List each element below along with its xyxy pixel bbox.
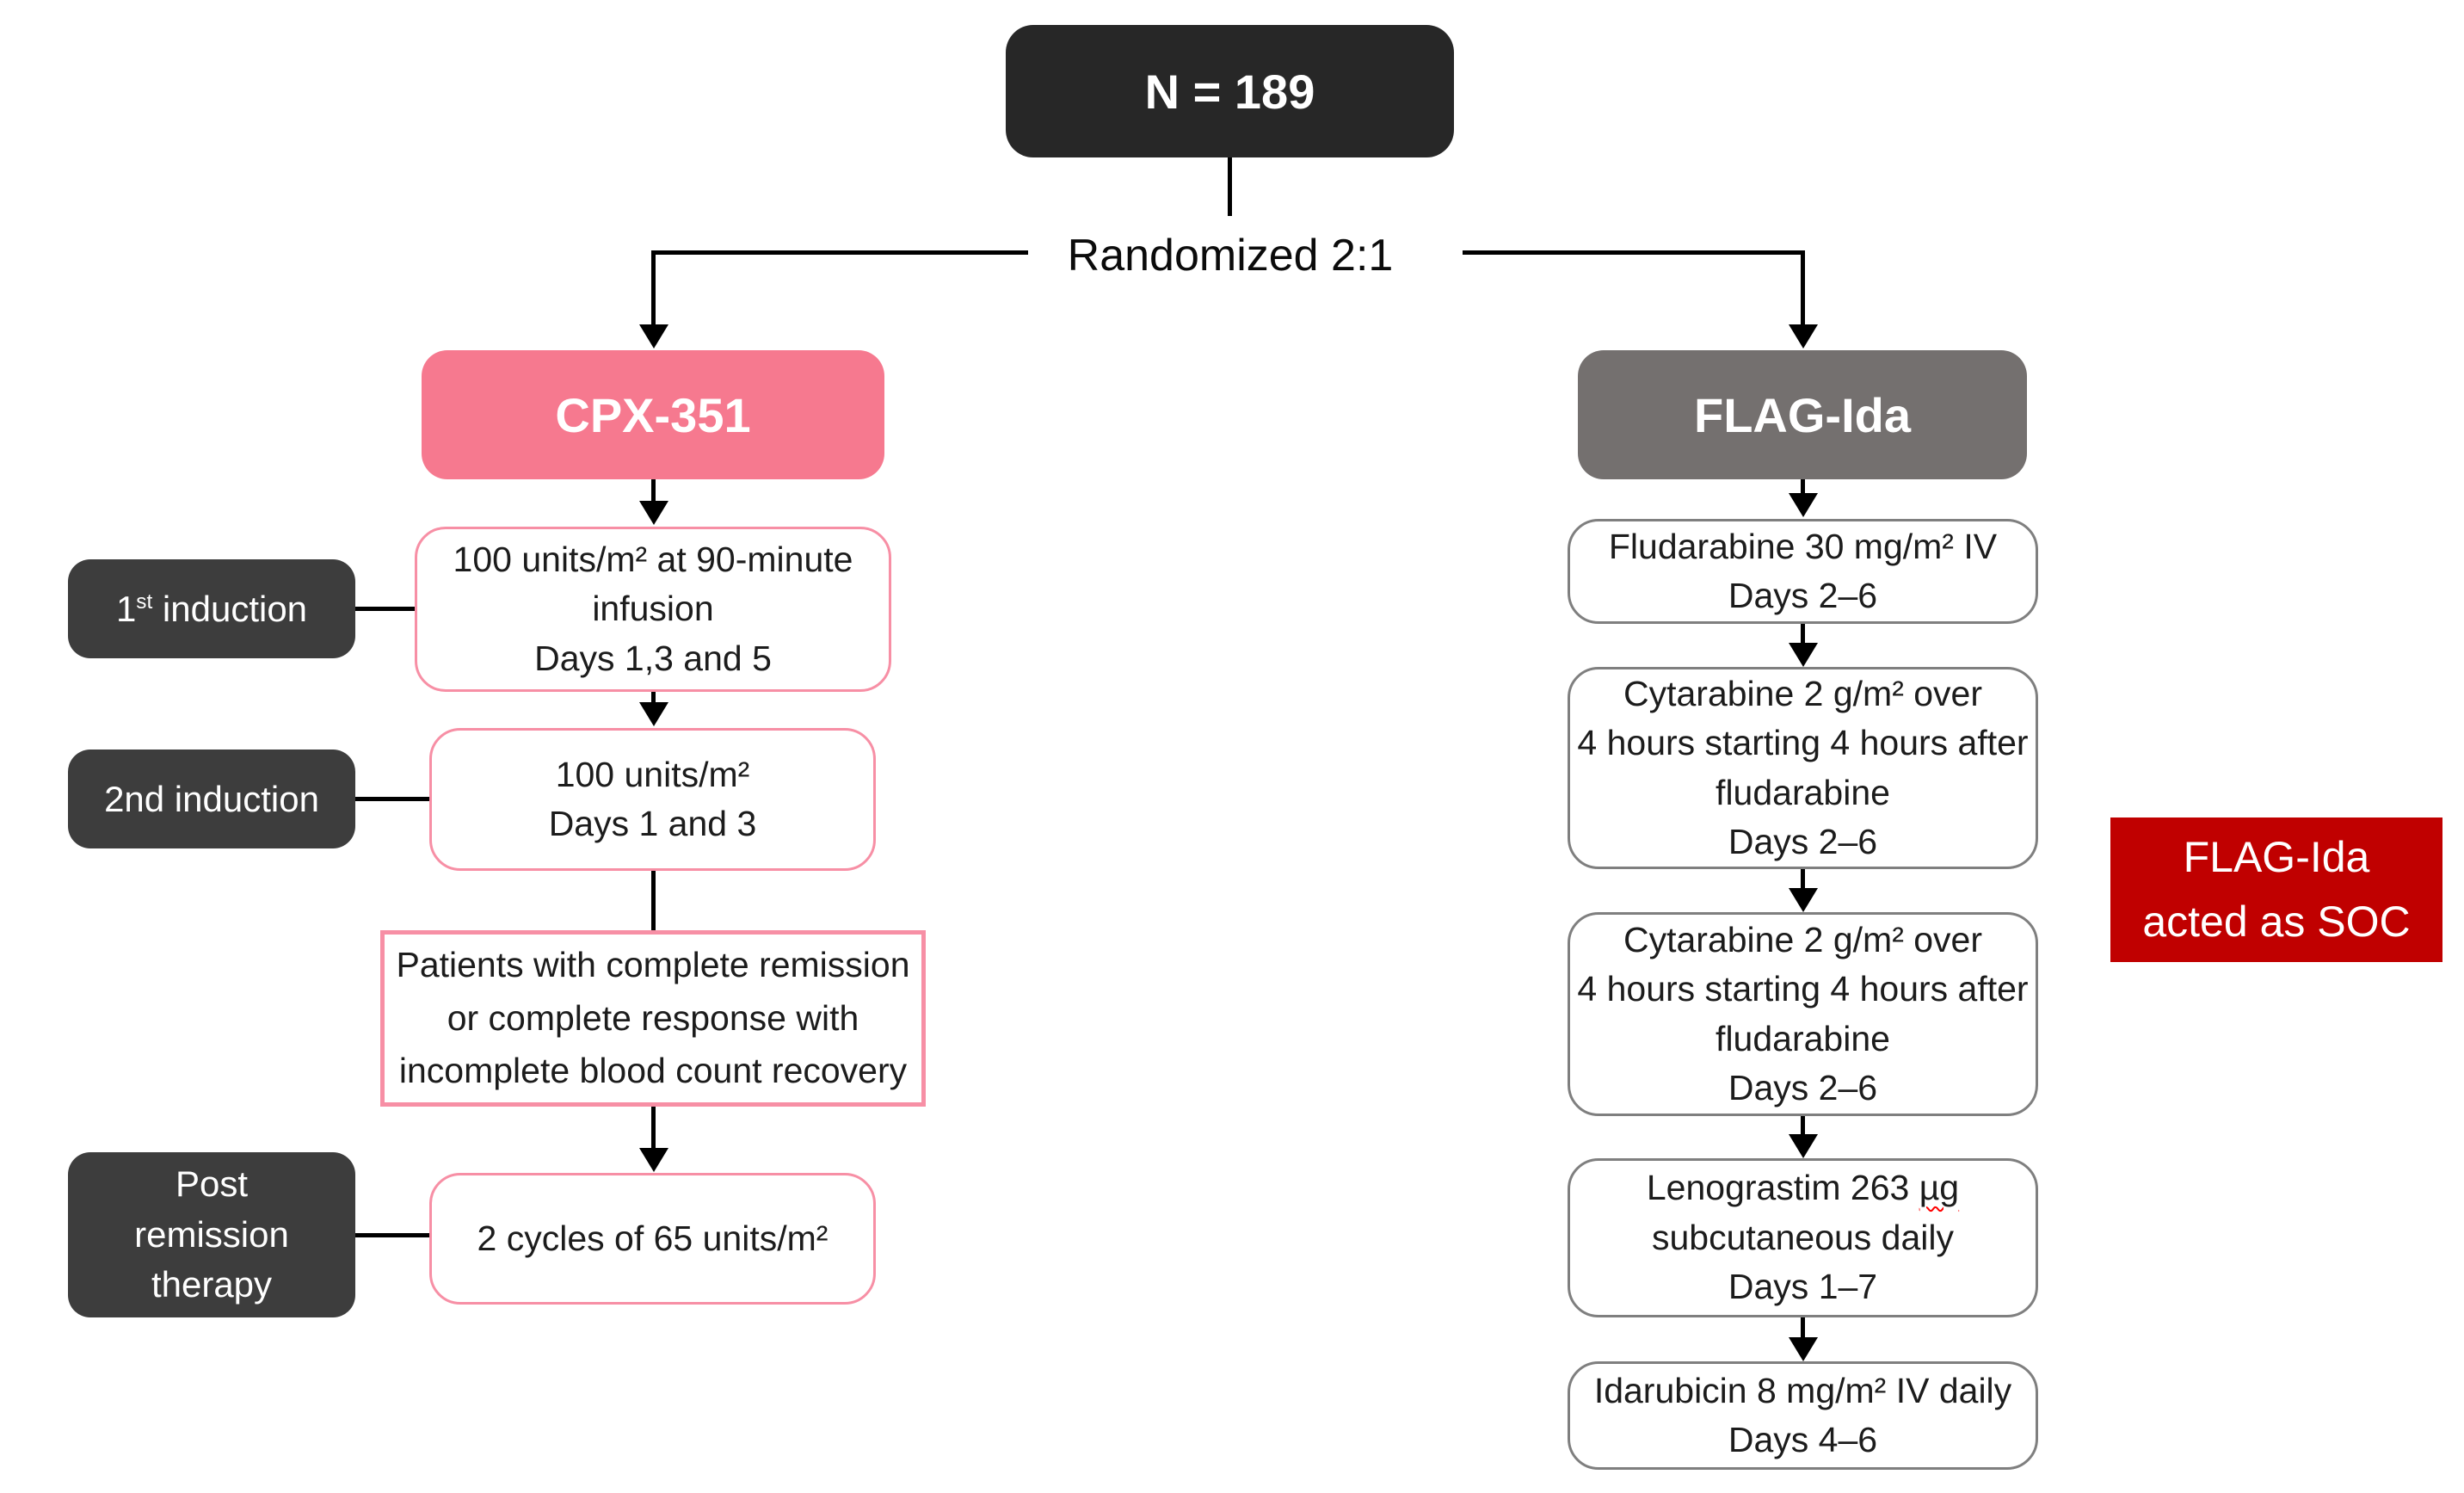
connector-cytarabine1-to-cytarabine2 [1801, 869, 1805, 890]
connector-induction2-to-remission [651, 871, 656, 930]
lenograstim-box: Lenograstim 263 µg subcutaneous daily Da… [1568, 1158, 2038, 1317]
connector-label2 [355, 797, 429, 801]
arrowhead-induction1 [639, 501, 668, 525]
arrowhead-idarubicin [1789, 1337, 1818, 1361]
connector-induction1-to-induction2 [651, 692, 656, 706]
branch-line-left [651, 250, 1028, 255]
arrowhead-to-flag [1789, 324, 1818, 349]
arrowhead-cytarabine1 [1789, 643, 1818, 667]
branch-drop-left [651, 250, 656, 326]
flag-header-box: FLAG-Ida [1578, 350, 2027, 479]
connector-fludarabine-to-cytarabine1 [1801, 624, 1805, 645]
connector-lenograstim-to-idarubicin [1801, 1317, 1805, 1339]
arrowhead-cycles [639, 1148, 668, 1172]
arrowhead-induction2 [639, 702, 668, 726]
connector-cpx-to-induction1 [651, 479, 656, 503]
cpx-post-remission-box: 2 cycles of 65 units/m² [429, 1173, 876, 1305]
cpx-header-box: CPX-351 [422, 350, 884, 479]
lenograstim-text: Lenograstim 263 µg subcutaneous daily Da… [1647, 1163, 1959, 1311]
connector-cytarabine2-to-lenograstim [1801, 1116, 1805, 1136]
label-second-induction: 2nd induction [68, 750, 355, 848]
lenograstim-line3: Days 1–7 [1728, 1267, 1878, 1307]
lenograstim-line1: Lenograstim 263 µg [1646, 1168, 1960, 1208]
microgram-unit: µg [1919, 1168, 1960, 1208]
randomized-label: Randomized 2:1 [1067, 231, 1394, 281]
branch-line-right [1463, 250, 1805, 255]
label-first-induction: 1st induction [68, 559, 355, 658]
connector-remission-to-cycles [651, 1107, 656, 1151]
arrowhead-to-cpx [639, 324, 668, 349]
arrowhead-fludarabine [1789, 493, 1818, 517]
connector-flag-to-fludarabine [1801, 479, 1805, 497]
total-patients-box: N = 189 [1006, 25, 1454, 157]
connector-label1 [355, 607, 415, 611]
arrowhead-lenograstim [1789, 1134, 1818, 1158]
lenograstim-line2: subcutaneous daily [1651, 1217, 1955, 1257]
connector-label3 [355, 1233, 429, 1237]
connector-n-to-randomized [1228, 157, 1232, 216]
branch-drop-right [1801, 250, 1805, 326]
label-first-induction-text: 1st induction [115, 589, 308, 629]
arrowhead-cytarabine2 [1789, 888, 1818, 912]
